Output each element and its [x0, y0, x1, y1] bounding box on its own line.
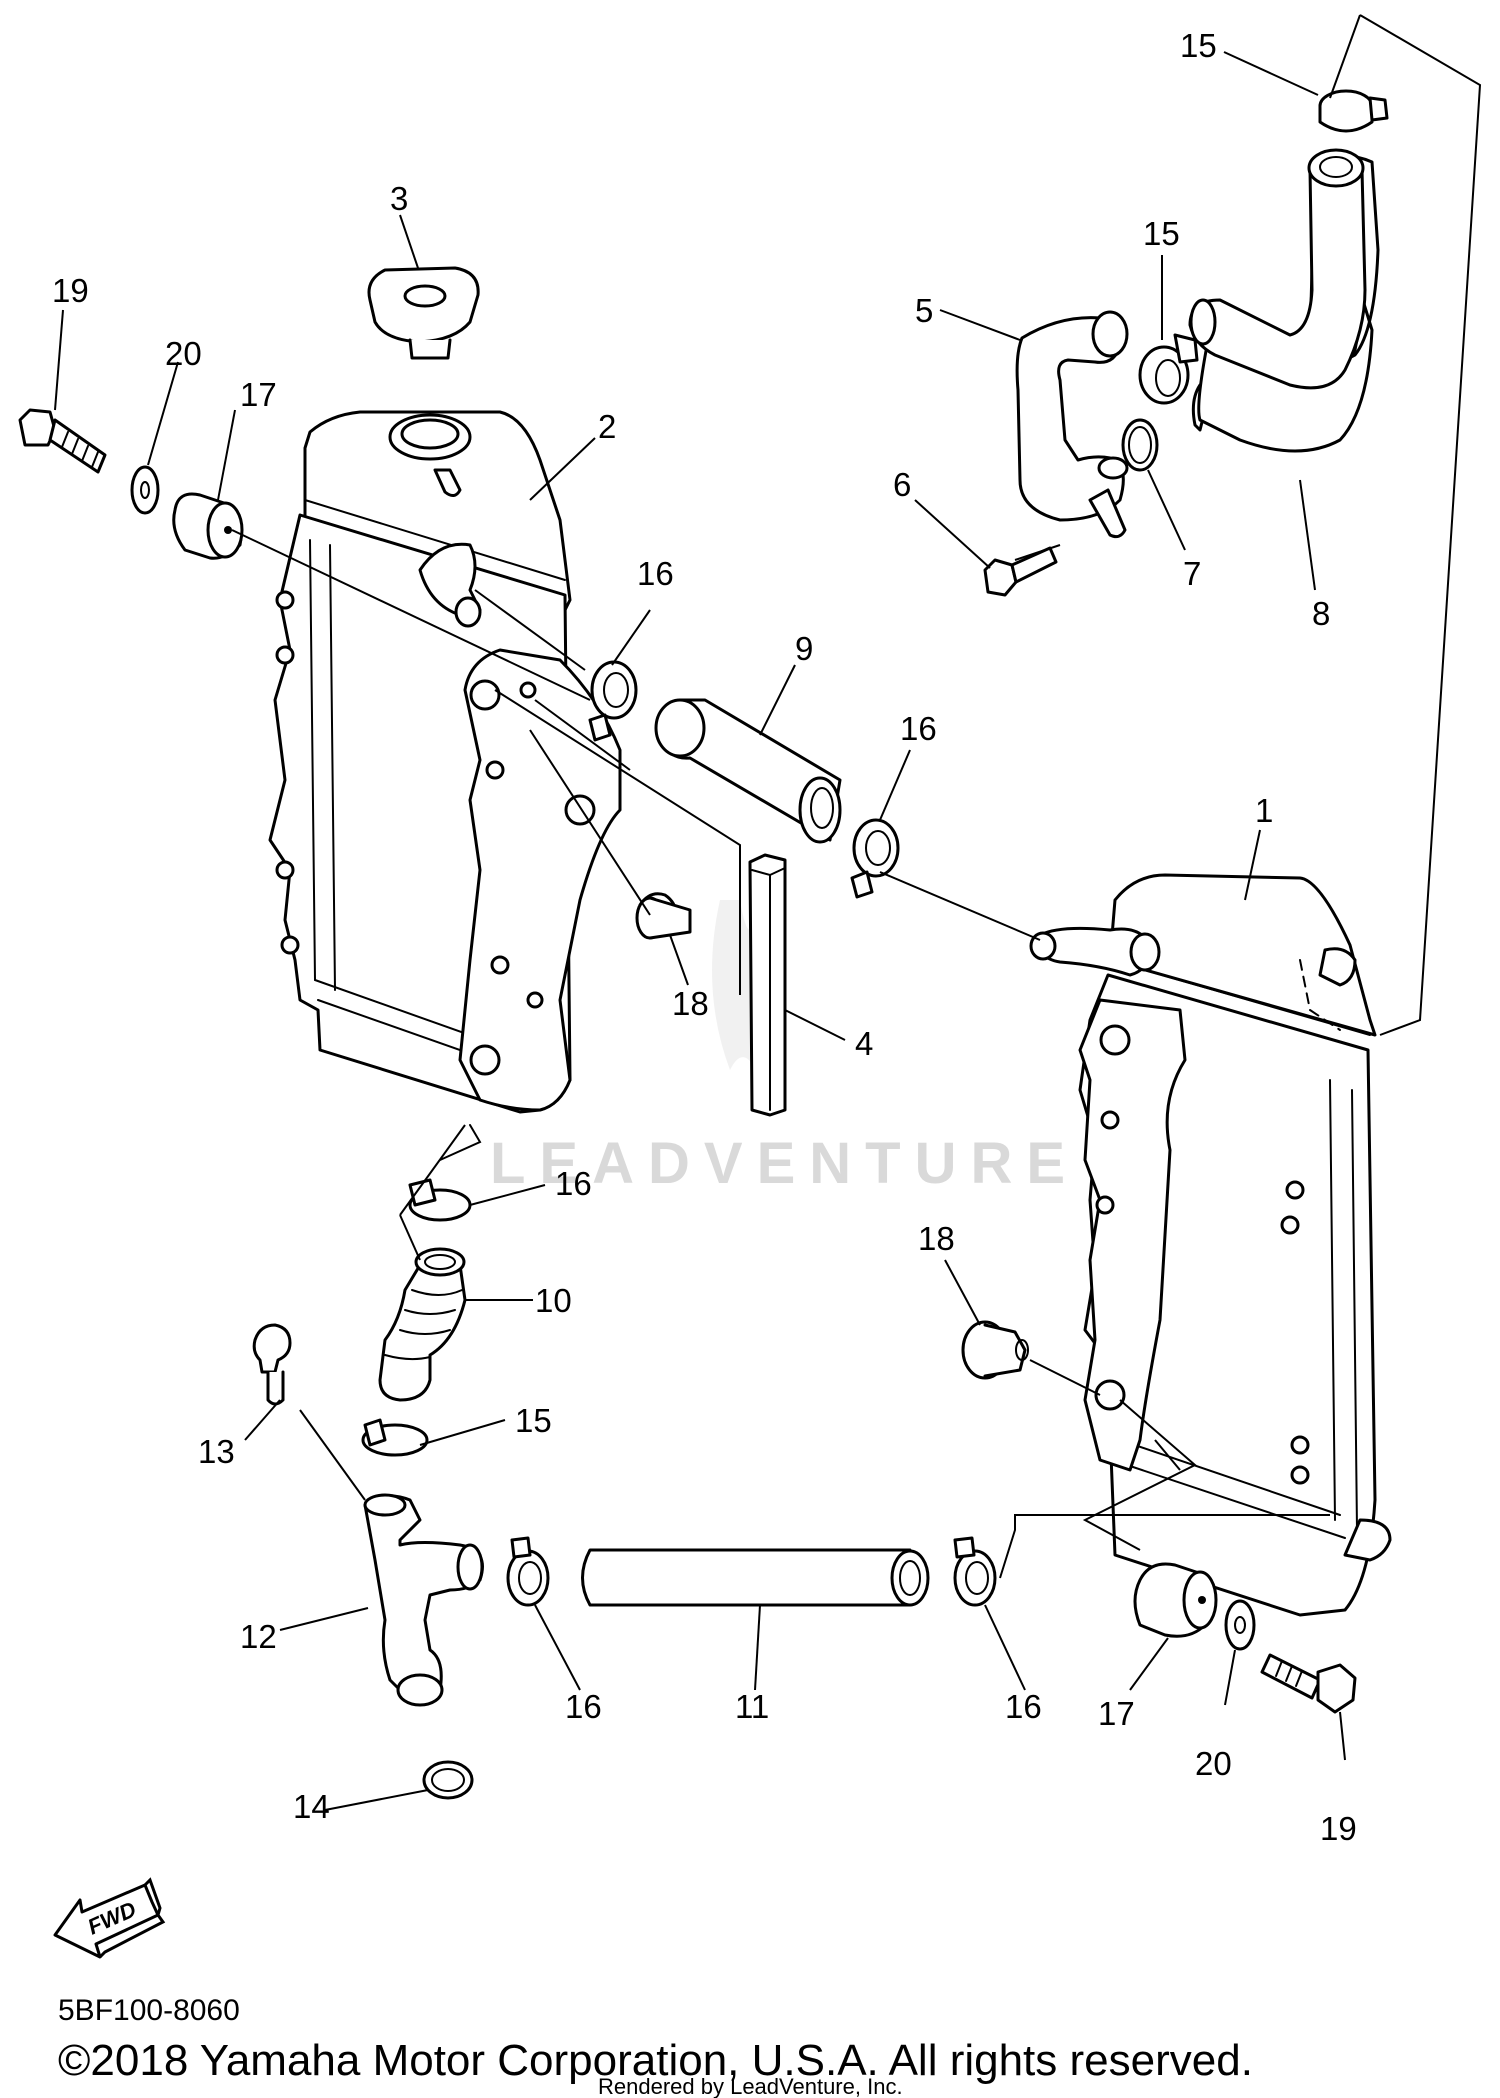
washer-20-left[interactable] [130, 465, 160, 515]
callout-15-lower: 15 [515, 1402, 552, 1439]
callout-5: 5 [915, 292, 933, 329]
hose-8[interactable] [1188, 148, 1380, 453]
hose-5[interactable] [1015, 310, 1129, 539]
hose-11[interactable] [581, 1548, 930, 1607]
oring-7[interactable] [1121, 418, 1159, 472]
clamp-16-a[interactable] [588, 660, 638, 742]
callout-12: 12 [240, 1618, 277, 1655]
grommet-17-right[interactable] [1133, 1562, 1218, 1638]
callout-18-upper: 18 [672, 985, 709, 1022]
bolt-13[interactable] [252, 1323, 292, 1406]
callout-13: 13 [198, 1433, 235, 1470]
clamp-15-lower[interactable] [361, 1418, 429, 1457]
callout-2: 2 [598, 408, 616, 445]
callout-10: 10 [535, 1282, 572, 1319]
bolt-19-right[interactable] [1260, 1653, 1357, 1714]
callout-19-left: 19 [52, 272, 89, 309]
callout-8: 8 [1312, 595, 1330, 632]
grommet-17-left[interactable] [172, 492, 244, 560]
hose-10[interactable] [378, 1247, 467, 1402]
callout-leaders [54, 51, 1346, 1811]
callout-16-d: 16 [565, 1688, 602, 1725]
callout-11: 11 [735, 1688, 769, 1725]
gasket-14[interactable] [422, 1760, 474, 1800]
bolt-6[interactable] [983, 546, 1058, 597]
clamp-15-middle[interactable] [1138, 333, 1199, 405]
callout-16-e: 16 [1005, 1688, 1042, 1725]
clamp-16-d[interactable] [506, 1536, 550, 1607]
callout-1: 1 [1255, 792, 1273, 829]
washer-20-right[interactable] [1224, 1599, 1256, 1651]
radiator-right[interactable] [1029, 873, 1392, 1617]
clamp-16-c[interactable] [408, 1178, 472, 1222]
bolt-19-left[interactable] [18, 408, 107, 474]
radiator-left[interactable] [268, 410, 622, 1161]
callout-16-c: 16 [555, 1165, 592, 1202]
leader-lines [231, 14, 1482, 1579]
callout-numbers: 15 3 19 20 17 2 15 5 6 7 8 16 9 16 1 18 … [52, 27, 1357, 1847]
rendered-by-notice: Rendered by LeadVenture, Inc. [598, 2074, 903, 2098]
fwd-arrow-icon: FWD [53, 1877, 166, 1959]
callout-7: 7 [1183, 555, 1201, 592]
callout-16-a: 16 [637, 555, 674, 592]
callout-6: 6 [893, 466, 911, 503]
callout-9: 9 [795, 630, 813, 667]
collar-18-lower[interactable] [961, 1320, 1029, 1380]
hose-9[interactable] [654, 698, 842, 844]
spacer-4[interactable] [748, 853, 787, 1117]
callout-14: 14 [293, 1788, 330, 1825]
callout-17-right: 17 [1098, 1695, 1135, 1732]
pipe-12[interactable] [363, 1493, 484, 1707]
callout-16-b: 16 [900, 710, 937, 747]
callout-15-middle: 15 [1143, 215, 1180, 252]
callout-20-right: 20 [1195, 1745, 1232, 1782]
callout-19-right: 19 [1320, 1810, 1357, 1847]
watermark-text: LEADVENTURE [490, 1131, 1079, 1196]
clamp-16-b[interactable] [850, 818, 900, 899]
callout-15-top: 15 [1180, 27, 1217, 64]
callout-18-lower: 18 [918, 1220, 955, 1257]
copyright-notice: ©2018 Yamaha Motor Corporation, U.S.A. A… [58, 2036, 1253, 2085]
callout-3: 3 [390, 180, 408, 217]
collar-18-upper[interactable] [635, 892, 692, 940]
callout-17-left: 17 [240, 376, 277, 413]
radiator-cap[interactable] [367, 266, 480, 360]
callout-20-left: 20 [165, 335, 202, 372]
clamp-16-e[interactable] [953, 1536, 997, 1607]
diagram-code: 5BF100-8060 [58, 1994, 240, 2027]
clamp-15-top[interactable] [1318, 89, 1389, 133]
callout-4: 4 [855, 1025, 873, 1062]
